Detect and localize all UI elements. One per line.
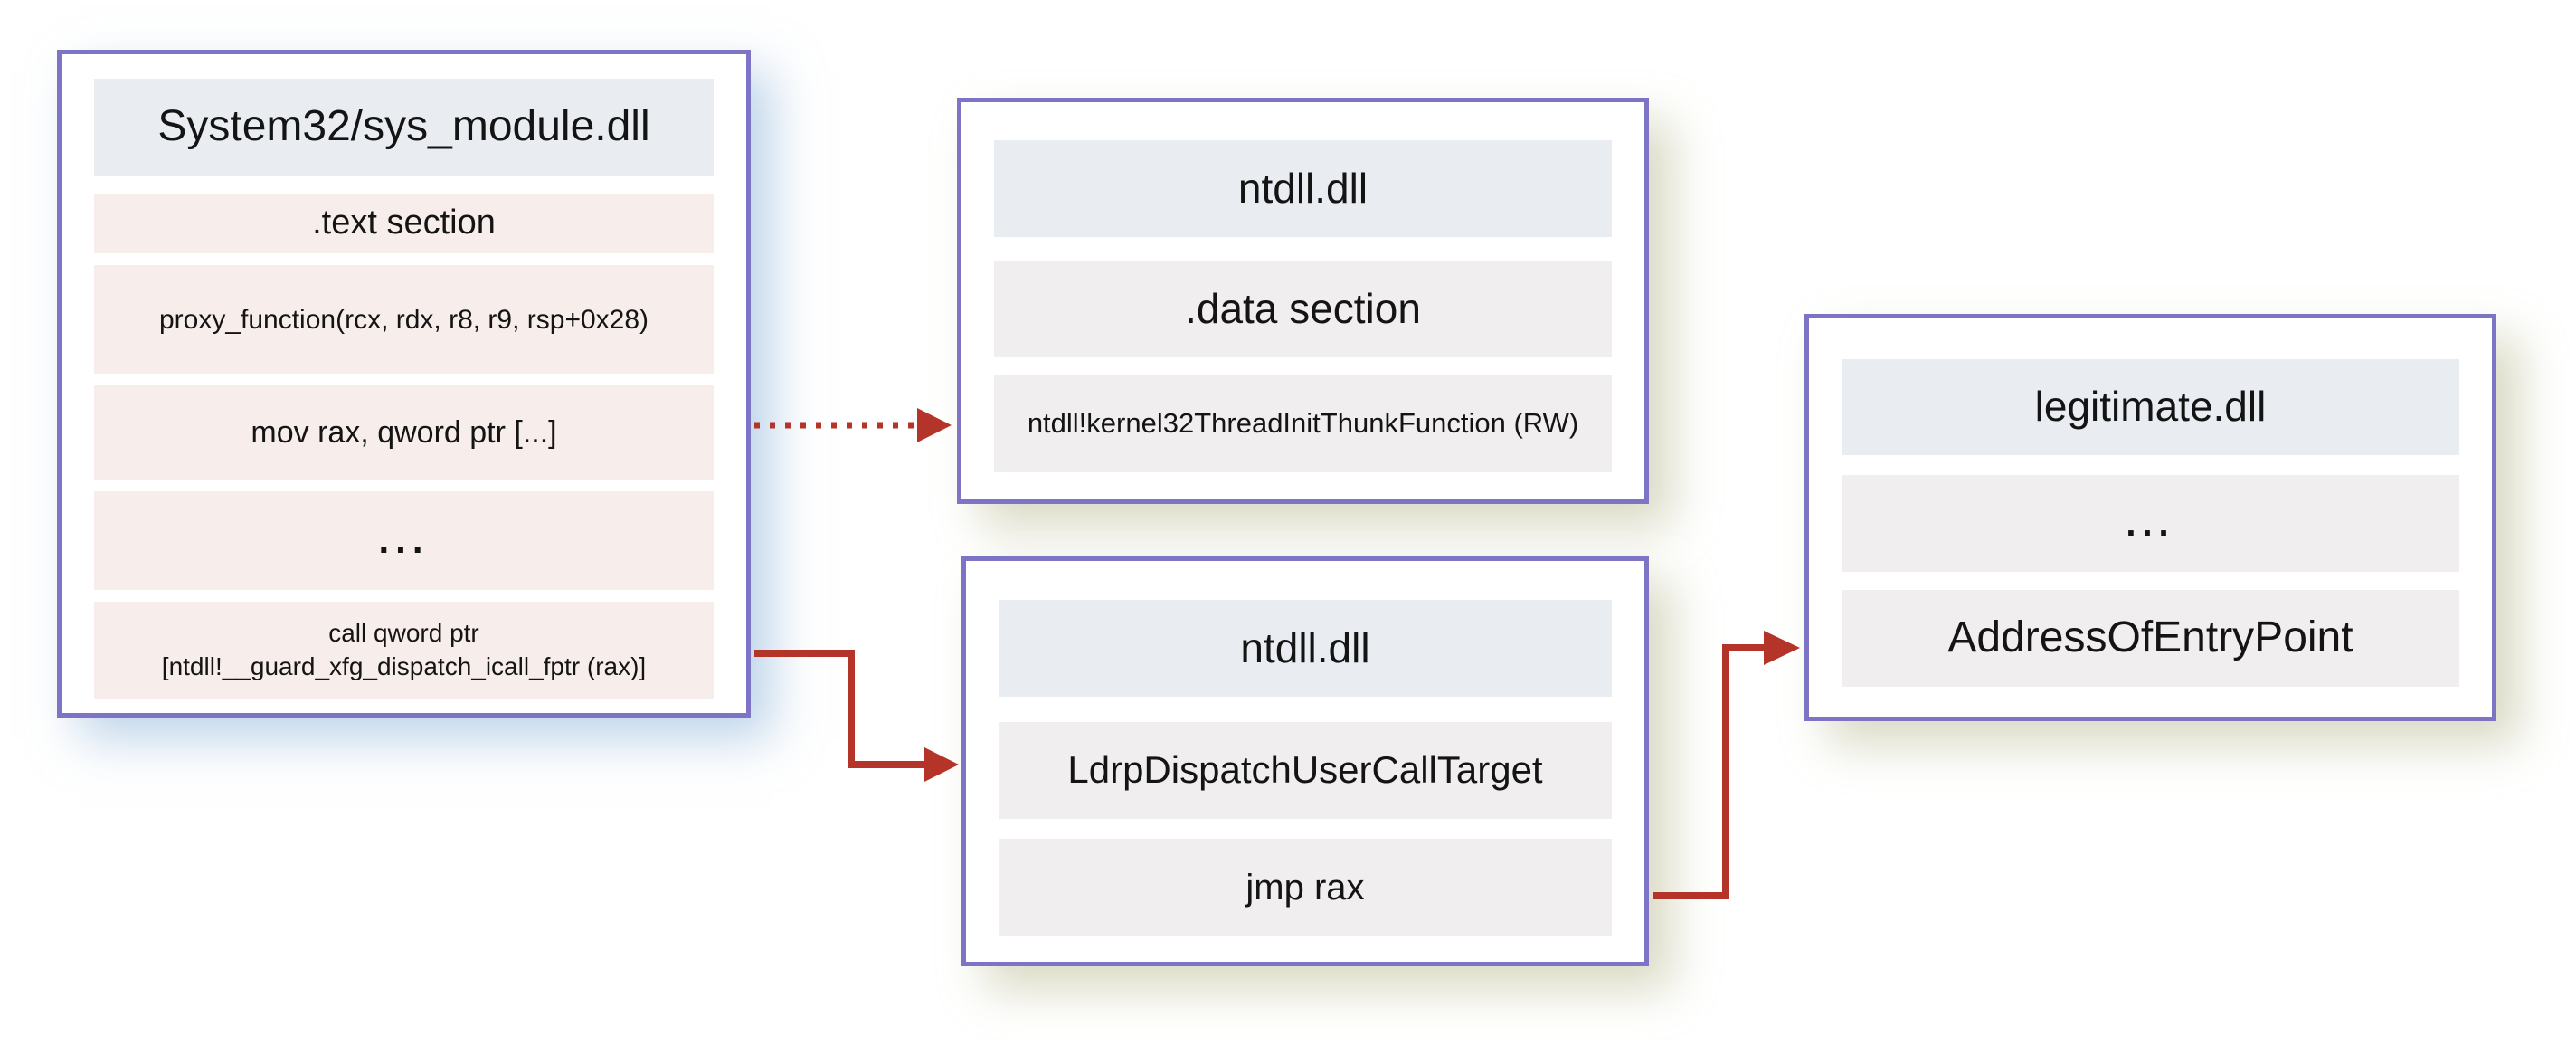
- box-title-legitimate-dll: legitimate.dll: [1842, 359, 2459, 455]
- box-title-ntdll-dispatcher: ntdll.dll: [999, 600, 1612, 697]
- row-call-line1: call qword ptr: [328, 619, 479, 648]
- row-ellipsis-legit: ...: [1842, 475, 2459, 572]
- arrow-call-to-dispatcher-line: [754, 650, 926, 768]
- row-mov-rax: mov rax, qword ptr [...]: [94, 385, 714, 480]
- row-call-line2: [ntdll!__guard_xfg_dispatch_icall_fptr (…: [161, 651, 647, 680]
- row-data-section: .data section: [994, 261, 1612, 357]
- arrow-jmp-to-entrypoint-head-icon: [1764, 631, 1800, 665]
- module-box-ntdll-data: ntdll.dll .data section ntdll!kernel32Th…: [957, 98, 1649, 504]
- row-ellipsis: ...: [94, 491, 714, 590]
- row-call-qword-ptr: call qword ptr [ntdll!__guard_xfg_dispat…: [94, 602, 714, 699]
- arrow-call-to-dispatcher-head-icon: [924, 747, 959, 782]
- row-text-section: .text section: [94, 194, 714, 253]
- arrow-jmp-to-entrypoint-line: [1653, 644, 1766, 899]
- module-box-ntdll-dispatcher: ntdll.dll LdrpDispatchUserCallTarget jmp…: [961, 556, 1649, 966]
- row-kernel32-thread-init-thunk: ntdll!kernel32ThreadInitThunkFunction (R…: [994, 375, 1612, 472]
- row-address-of-entry-point: AddressOfEntryPoint: [1842, 590, 2459, 687]
- box-title-sys-module: System32/sys_module.dll: [94, 79, 714, 176]
- module-box-sys-module: System32/sys_module.dll .text section pr…: [57, 50, 751, 718]
- module-box-legitimate-dll: legitimate.dll ... AddressOfEntryPoint: [1804, 314, 2496, 721]
- row-ldrp-dispatch-user-call-target: LdrpDispatchUserCallTarget: [999, 722, 1612, 819]
- box-title-ntdll-data: ntdll.dll: [994, 140, 1612, 237]
- row-proxy-function: proxy_function(rcx, rdx, r8, r9, rsp+0x2…: [94, 265, 714, 374]
- row-jmp-rax: jmp rax: [999, 839, 1612, 936]
- arrow-mov-to-data-head-icon: [917, 408, 952, 442]
